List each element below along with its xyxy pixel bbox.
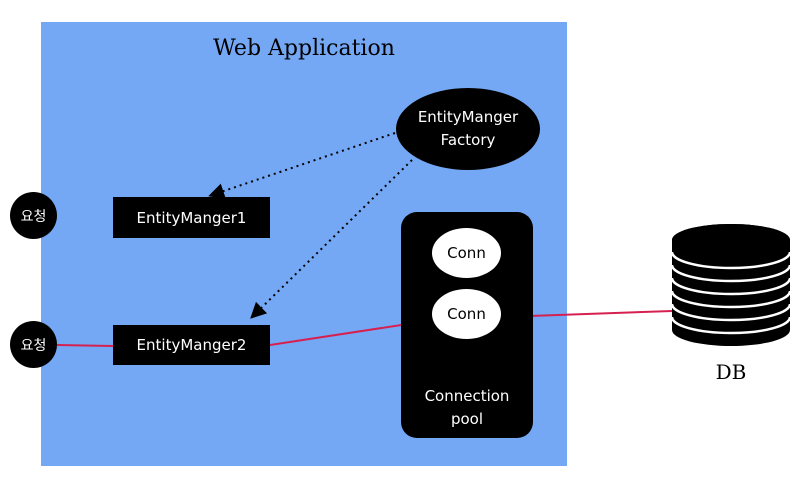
- factory-label-line1: EntityManger: [417, 108, 519, 126]
- database-icon: [670, 224, 792, 346]
- entity-manager-1-box: EntityManger1: [113, 197, 270, 238]
- connection-node-1: Conn: [432, 228, 501, 278]
- request-label: 요청: [20, 208, 47, 225]
- request-to-em2-line: [56, 344, 114, 347]
- connection-pool-label-line1: Connection: [424, 387, 510, 405]
- entity-manager-factory-node: EntityManger Factory: [396, 88, 540, 170]
- connection-node-2: Conn: [432, 289, 501, 339]
- request-node-1: 요청: [10, 192, 57, 239]
- entity-manager-1-label: EntityManger1: [136, 208, 247, 227]
- entity-manager-2-label: EntityManger2: [136, 336, 247, 354]
- request-node-2: 요청: [10, 321, 57, 368]
- factory-to-em2-arrow: [250, 159, 413, 319]
- database-label: DB: [715, 360, 747, 384]
- connection-label: Conn: [447, 244, 486, 262]
- request-label: 요청: [20, 337, 47, 354]
- factory-to-em1-arrow: [208, 132, 396, 199]
- web-application-title: Web Application: [213, 36, 395, 61]
- factory-label-line2: Factory: [440, 131, 496, 149]
- connection-pool-label-line2: pool: [450, 410, 484, 428]
- connection-pool-label: Connection pool: [401, 385, 533, 431]
- connection-label: Conn: [447, 305, 486, 323]
- entity-manager-2-box: EntityManger2: [113, 325, 270, 365]
